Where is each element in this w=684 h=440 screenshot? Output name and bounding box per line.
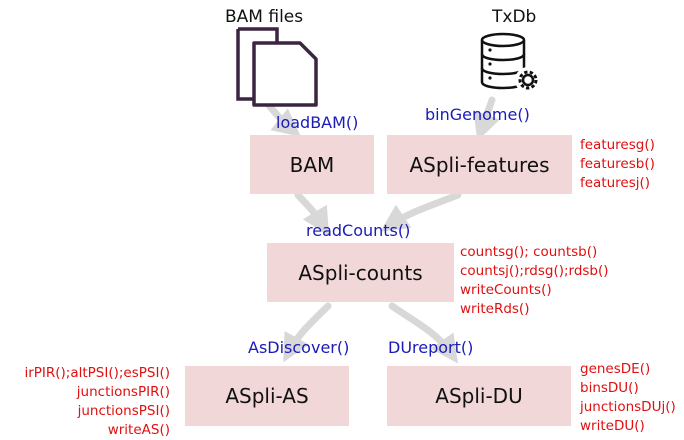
du-functions-list: genesDE() binsDU() junctionsDUj() writeD… — [580, 360, 676, 436]
counts-function: countsj();rdsg();rdsb() — [460, 263, 609, 279]
counts-function: writeRds() — [460, 301, 530, 317]
du-function: binsDU() — [580, 380, 639, 396]
arrow-counts-to-du — [388, 302, 459, 364]
arrow-counts-to-as — [283, 302, 332, 363]
aspli-as-node: ASpli-AS — [185, 366, 349, 426]
du-report-function: DUreport() — [388, 338, 474, 357]
load-bam-function: loadBAM() — [276, 113, 359, 132]
aspli-as-node-label: ASpli-AS — [225, 384, 309, 408]
aspli-counts-node-label: ASpli-counts — [298, 260, 423, 285]
features-functions-list: featuresg() featuresb() featuresj() — [580, 136, 655, 193]
aspli-du-node: ASpli-DU — [387, 366, 571, 426]
arrow-bam-to-counts — [294, 191, 330, 237]
aspli-features-node: ASpli-features — [387, 135, 572, 194]
bam-node: BAM — [250, 135, 374, 194]
du-function: writeDU() — [580, 418, 645, 434]
du-function: genesDE() — [580, 361, 651, 377]
aspli-du-node-label: ASpli-DU — [435, 384, 523, 408]
arrow-features-to-counts — [380, 191, 462, 232]
counts-function: writeCounts() — [460, 282, 552, 298]
bam-files-label: BAM files — [225, 7, 304, 27]
database-gear-icon — [480, 32, 541, 93]
du-function: junctionsDUj() — [580, 399, 676, 415]
bin-genome-function: binGenome() — [425, 105, 530, 124]
as-function: junctionsPIR() — [76, 384, 170, 400]
bam-node-label: BAM — [289, 152, 335, 177]
aspli-counts-node: ASpli-counts — [267, 243, 454, 302]
aspli-features-node-label: ASpli-features — [409, 152, 550, 177]
as-function: junctionsPSI() — [77, 403, 170, 419]
features-function: featuresb() — [580, 156, 655, 172]
as-discover-function: AsDiscover() — [248, 338, 350, 357]
features-function: featuresg() — [580, 137, 655, 153]
features-function: featuresj() — [580, 175, 651, 191]
as-functions-list: irPIR();altPSI();esPSI() junctionsPIR() … — [24, 364, 170, 440]
arrow-txdb-to-features — [473, 96, 500, 142]
as-function: irPIR();altPSI();esPSI() — [24, 365, 170, 381]
as-function: writeAS() — [107, 422, 170, 438]
counts-function: countsg(); countsb() — [460, 244, 598, 260]
file-stack-icon — [236, 27, 318, 107]
txdb-label: TxDb — [492, 7, 537, 27]
read-counts-function: readCounts() — [306, 221, 411, 240]
counts-functions-list: countsg(); countsb() countsj();rdsg();rd… — [460, 243, 609, 319]
